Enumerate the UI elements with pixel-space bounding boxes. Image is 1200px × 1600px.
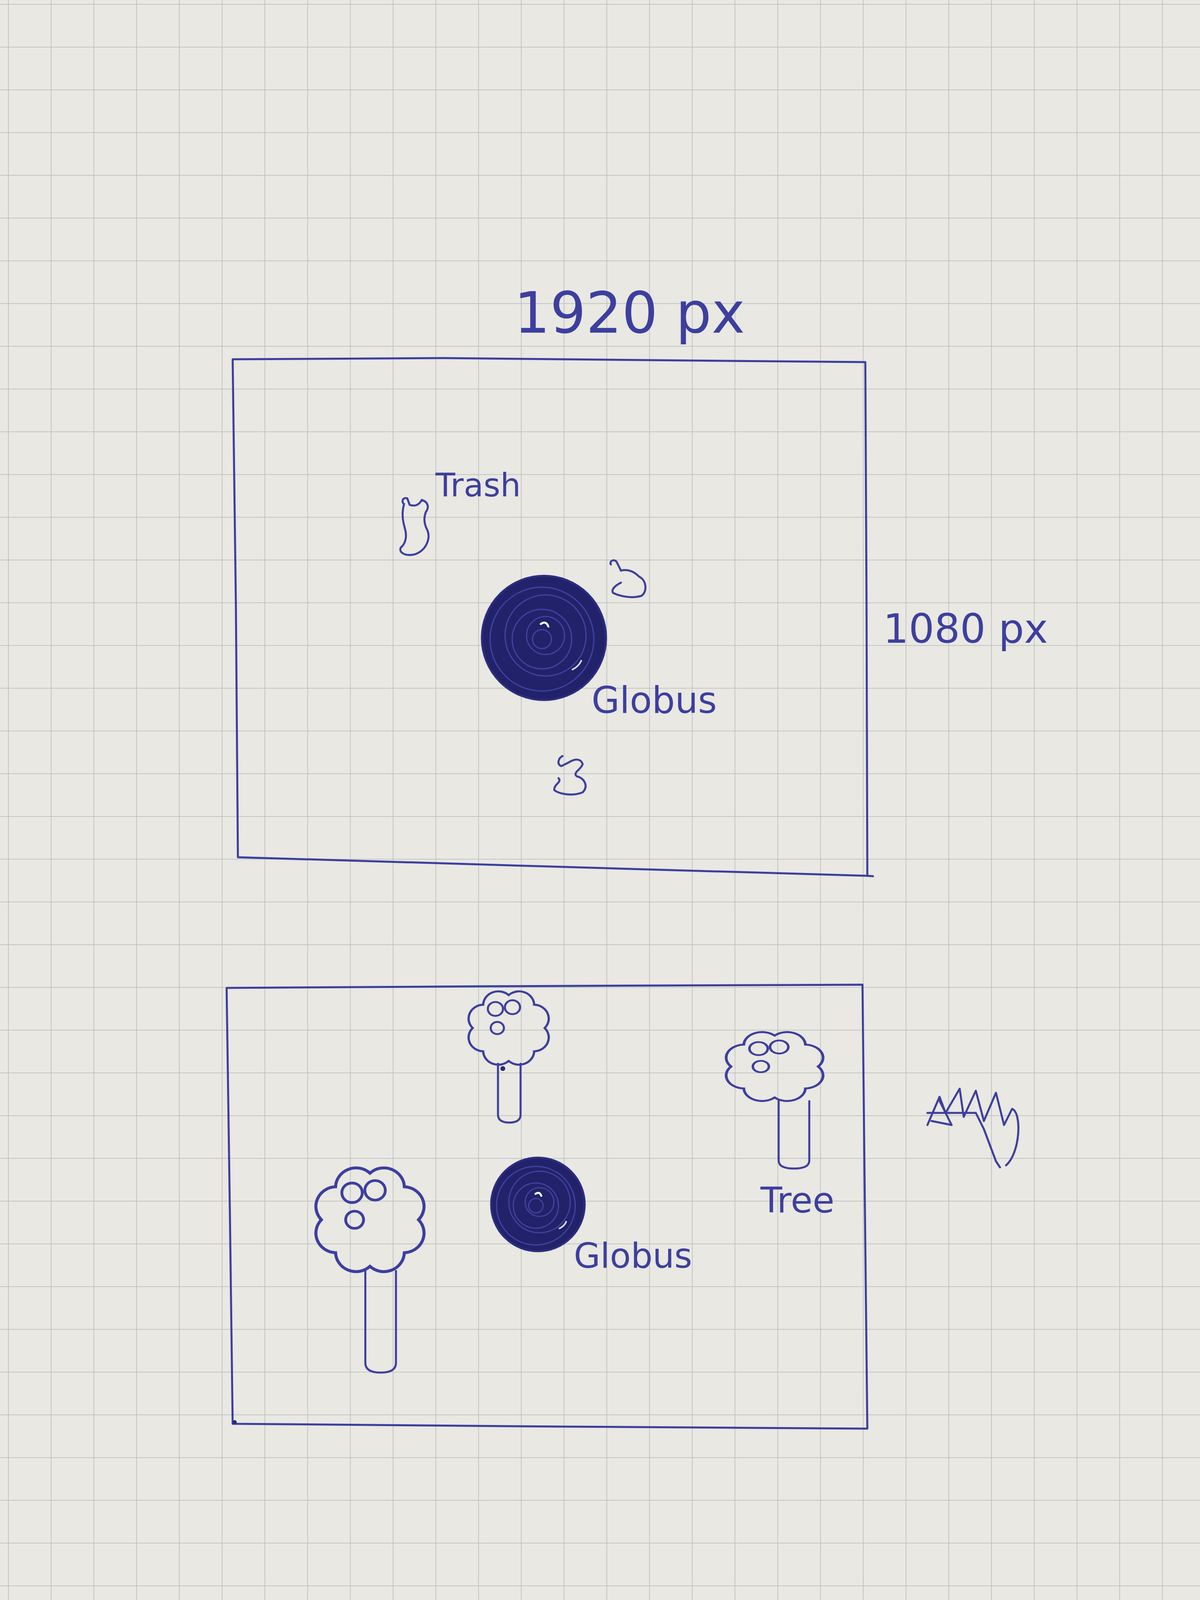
ink-dot (500, 1066, 506, 1071)
tree-crown (468, 991, 549, 1065)
tree-trunk (365, 1270, 396, 1373)
trash-doodle (400, 497, 429, 555)
trash-doodle (554, 756, 586, 795)
globe-swirl (505, 595, 587, 677)
node-label: Globus (591, 680, 717, 721)
globe-highlight (559, 1221, 567, 1229)
tree-trunk (778, 1100, 810, 1169)
dimension-label: 1080 px (883, 606, 1048, 652)
globe-swirl (528, 1198, 544, 1213)
globe-swirl (496, 1166, 575, 1245)
globe-swirl (532, 629, 552, 649)
globe-node: Globus (489, 1156, 586, 1253)
tree-shape (717, 1025, 832, 1169)
tree-trunk (497, 1062, 521, 1123)
trash-node: Trash (395, 471, 436, 559)
ink-dot (232, 1420, 237, 1425)
trash-shape (395, 471, 436, 559)
node-label: Tree (760, 1181, 835, 1221)
globe-disc (491, 1157, 585, 1252)
dimension-label: 1920 px (514, 282, 746, 345)
globe-swirl (526, 616, 565, 655)
globe-highlight (535, 1192, 542, 1196)
globe-node: Globus (480, 574, 608, 702)
globe-highlight (540, 622, 549, 627)
tree-crown (315, 1167, 424, 1272)
globe-swirl (512, 609, 572, 669)
scribble (927, 1088, 1019, 1168)
globe-swirl (489, 587, 594, 691)
globe-swirl (513, 1183, 559, 1229)
node-label: Trash (435, 467, 521, 504)
globe-swirl (508, 1171, 571, 1233)
globe-swirl (525, 1187, 554, 1217)
globe-shape (489, 1156, 586, 1253)
tree-crown (726, 1032, 823, 1102)
screen-frame (226, 984, 868, 1429)
node-label: Globus (573, 1237, 693, 1275)
tree-node: Tree (717, 1025, 832, 1169)
screen-frame (232, 358, 873, 877)
globe-disc (481, 575, 607, 700)
globe-highlight (572, 660, 582, 670)
globe-shape (480, 574, 608, 702)
trash-doodle (610, 560, 646, 598)
